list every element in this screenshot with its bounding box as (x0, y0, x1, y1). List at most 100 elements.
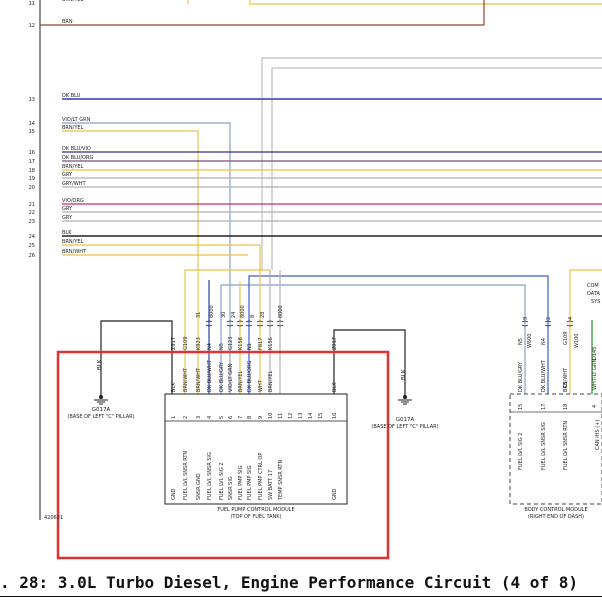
wire-name: DK BLU/ORG (62, 155, 93, 161)
bcm-pin-function: FUEL LVL SNSR SIG (541, 422, 547, 470)
fpm-pin-wire: WHT (258, 379, 264, 392)
fpm-pin-number: 5 (219, 416, 225, 419)
bcm-pin-circuit: G109 (563, 332, 569, 345)
figure-ref-number: 420631 (44, 515, 63, 521)
ground-right-location: (BASE OF LEFT "C" PILLAR) (371, 424, 438, 430)
fpm-pin-wire: DK BLU/ORG (247, 361, 253, 392)
fpm-pin-function: FUEL LVL SNSR SIG (207, 452, 213, 500)
ground-right-wire: BLK (401, 369, 407, 380)
fpm-pin-function: GND (332, 488, 338, 500)
partial-circuit: D145 (592, 347, 598, 360)
fpm-pin-number: 12 (288, 413, 294, 419)
com-label: COM (587, 283, 599, 289)
bcm-code-1: W600 (527, 334, 533, 349)
fpm-pin-circuit: K156 (268, 337, 274, 350)
wire-name: BRN/WHT (62, 249, 87, 255)
bcm-pin-number: 15 (518, 404, 524, 410)
bcm-pin-circuit: N5 (518, 338, 524, 345)
fpm-pin-number: 14 (308, 413, 314, 419)
wire-number: 26 (29, 253, 35, 259)
wire-name: GRY (62, 172, 73, 178)
fpm-pin-function: FUEL PMP SIG (247, 465, 253, 500)
wire-name: BRN/YEL (62, 0, 84, 3)
fpm-pin-circuit: F817 (258, 338, 264, 350)
wire-number: 19 (29, 176, 35, 182)
fpm-pin-wire: BRN/WHT (183, 367, 189, 392)
fpm-pin-function: SNSR GND (196, 473, 202, 500)
ground-left-wire: BLK (97, 359, 103, 370)
fpm-pin-circuit: G123 (228, 337, 234, 350)
fpm-pin-wire: DK BLU/WHT (207, 359, 213, 392)
wire-number: 14 (29, 121, 35, 127)
fpm-pin-wire: VIO/LT GRN (228, 363, 234, 392)
fpm-pin-function: FUEL LVL SNSR RTN (183, 451, 189, 500)
fpm-title: FUEL PUMP CONTROL MODULE (217, 507, 294, 513)
bcm-pin-wire: DK BLU/WHT (541, 359, 547, 392)
partial-wire: WHT/LT GRN (592, 358, 598, 390)
fpm-pin-circuit: K923 (196, 337, 202, 350)
fpm-pin-wire: DK BLU/GRY (219, 361, 225, 392)
wire-number: 23 (29, 219, 35, 225)
fpm-pin-function: FUEL PMP CTRL OP (258, 453, 264, 500)
ground-left-id: G017A (92, 407, 111, 413)
highlight-box (56, 350, 390, 560)
wire-number: 20 (29, 185, 35, 191)
bcm-pin-number: 18 (563, 404, 569, 410)
fpm-pin-number: 7 (238, 416, 244, 419)
fpm-pin-circuit: N5 (219, 343, 225, 350)
bcm-title: BODY CONTROL MODULE (524, 507, 587, 513)
bcm-pin-function: FUEL LVL SIG 2 (518, 433, 524, 470)
wire-number: 25 (29, 243, 35, 249)
fpm-pin-number: 6 (228, 416, 234, 419)
fpm-pin-function: TEMP SNSR RTN (278, 460, 284, 501)
fpm-upper-code: 31 (196, 312, 202, 318)
wire-name: BLK (62, 230, 72, 236)
fpm-pin-wire: BLK (171, 382, 177, 392)
fpm-pin-wire: BRN/YEL (238, 370, 244, 392)
fpm-pin-number: 9 (258, 416, 264, 419)
wire-number: 21 (29, 202, 35, 208)
wire-number: 15 (29, 129, 35, 135)
bcm-code-2: W100 (574, 334, 580, 349)
fpm-upper-code: 30 (221, 312, 227, 318)
fpm-upper-code: 8000 (278, 305, 284, 318)
figure-caption: . 28: 3.0L Turbo Diesel, Engine Performa… (0, 572, 602, 597)
bcm-pin-top: 2 (546, 317, 552, 320)
fuel-pump-control-module (164, 393, 348, 505)
ground-left-dot (99, 395, 103, 399)
partial-func: CAN IHS (+) (595, 420, 601, 450)
wire-number: 16 (29, 150, 35, 156)
ground-right-dot (403, 395, 407, 399)
ground-right-symbol (398, 399, 412, 405)
bcm-pin-circuit: N4 (541, 338, 547, 345)
wire-name: GRY (62, 215, 73, 221)
wire-number: 22 (29, 210, 35, 216)
wire-number: 17 (29, 159, 35, 165)
ground-right-id: G017A (396, 417, 415, 423)
wire-name: VIO/LT GRN (62, 117, 91, 123)
bcm-subtitle: (RIGHT END OF DASH) (528, 514, 584, 520)
wire-number: 13 (29, 97, 35, 103)
fpm-pin-function: GND (171, 488, 177, 500)
sys-label: SYS (591, 299, 600, 305)
fpm-pin-number: 10 (268, 413, 274, 419)
fpm-pin-number: 11 (278, 413, 284, 419)
fpm-pin-function: SW BATT 17 (268, 470, 274, 500)
fpm-pin-circuit: G109 (183, 337, 189, 350)
fpm-pin-number: 16 (332, 413, 338, 419)
fpm-pin-function: FUEL PMP SIG (238, 465, 244, 500)
fpm-pin-number: 15 (318, 413, 324, 419)
bcm-pin-top: 4 (568, 317, 574, 320)
fpm-pin-wire: BRN/YEL (268, 370, 274, 392)
wire-name: GRY/WHT (62, 181, 86, 187)
fpm-pin-wire: BRN/WHT (196, 367, 202, 392)
wire-number: 18 (29, 168, 35, 174)
fpm-pin-circuit: N4 (207, 343, 213, 350)
fpm-pin-number: 2 (183, 416, 189, 419)
ground-left-symbol (94, 399, 108, 405)
fpm-pin-function: FUEL LVL SIG 2 (219, 463, 225, 500)
fpm-pin-circuit: K158 (238, 337, 244, 350)
wire-name: GRY (62, 206, 73, 212)
